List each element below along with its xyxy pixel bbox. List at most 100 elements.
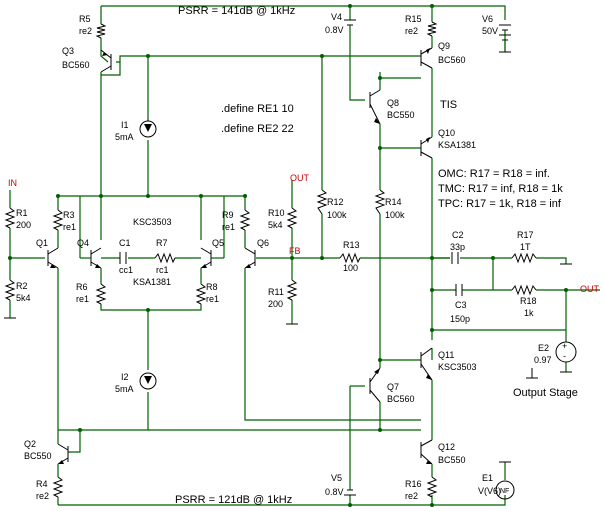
r15-name: R15 (405, 14, 422, 24)
r5-name: R5 (79, 14, 91, 24)
c3-value: 150p (450, 314, 470, 324)
q6-symbol (244, 247, 256, 269)
i2-symbol (139, 372, 157, 390)
r14-symbol (374, 189, 386, 215)
psrr-top-label: PSRR = 141dB @ 1kHz (178, 5, 295, 17)
q9-symbol (420, 47, 433, 69)
r3-value: re1 (63, 222, 76, 232)
e1-symbol-text: NF (500, 488, 509, 495)
r17-symbol (511, 252, 537, 264)
e1-value: V(V6) (478, 486, 501, 496)
r12-name: R12 (327, 197, 344, 207)
svg-text:-: - (563, 351, 566, 361)
q12-name: Q12 (438, 442, 455, 452)
tis-label: TIS (440, 99, 457, 111)
v4-symbol (344, 19, 356, 78)
c1-value: cc1 (119, 265, 133, 275)
v6-symbol (499, 24, 511, 52)
r7-value: rc1 (156, 265, 169, 275)
i2-name: I2 (121, 372, 129, 382)
out-right-label: OUT (580, 284, 600, 294)
c2-name: C2 (452, 230, 464, 240)
r5-value: re2 (79, 26, 92, 36)
i1-symbol (139, 118, 157, 138)
q9-model: BC560 (438, 55, 466, 65)
q7-model: BC560 (387, 394, 415, 404)
r11-name: R11 (268, 287, 284, 297)
psrr-bottom-label: PSRR = 121dB @ 1kHz (175, 494, 292, 506)
r10-symbol (286, 207, 298, 229)
i1-name: I1 (121, 120, 129, 130)
r14-name: R14 (385, 197, 402, 207)
r6-value: re1 (76, 294, 89, 304)
r11-value: 200 (268, 299, 283, 309)
r18-symbol (511, 284, 537, 296)
q10-model: KSA1381 (438, 140, 476, 150)
c3-symbol (455, 284, 463, 296)
junctions (8, 4, 568, 507)
r4-name: R4 (36, 479, 48, 489)
note-tpc: TPC: R17 = 1k, R18 = inf (438, 198, 562, 210)
r1-value: 200 (16, 220, 31, 230)
q8-model: BC550 (387, 110, 415, 120)
dependent-sources: + - (495, 341, 577, 500)
q7-symbol (369, 367, 381, 403)
r17-name: R17 (517, 230, 534, 240)
r8-value: re1 (206, 294, 219, 304)
r16-value: re2 (405, 491, 418, 501)
r2-symbol (4, 279, 16, 301)
v4-value: 0.8V (325, 25, 344, 35)
q6-name: Q6 (257, 238, 269, 248)
capacitors (119, 252, 463, 296)
q4-symbol (79, 196, 102, 269)
v6-value: 50V (482, 26, 498, 36)
v6-name: V6 (482, 14, 493, 24)
q10-name: Q10 (438, 128, 455, 138)
v5-symbol (344, 463, 356, 496)
transistors (47, 47, 433, 465)
e2-name: E2 (538, 343, 549, 353)
i1-value: 5mA (115, 132, 134, 142)
r6-symbol (95, 283, 107, 305)
r16-symbol (426, 476, 438, 498)
r14-value: 100k (385, 210, 405, 220)
c1-symbol (119, 252, 127, 264)
wires (9, 5, 600, 506)
define-re1-label: .define RE1 10 (221, 103, 294, 115)
voltage-sources (344, 19, 511, 496)
out-mid-label: OUT (290, 173, 310, 183)
r1-name: R1 (16, 208, 28, 218)
r10-name: R10 (268, 208, 285, 218)
fb-label: FB (289, 246, 301, 256)
ksc3503-mid-label: KSC3503 (133, 217, 172, 227)
r8-symbol (195, 283, 207, 305)
r12-value: 100k (327, 210, 347, 220)
ground-out (526, 368, 538, 379)
q10-symbol (420, 136, 433, 159)
q2-symbol (57, 443, 69, 465)
r10-value: 5k4 (268, 220, 283, 230)
q2-name: Q2 (24, 439, 36, 449)
e2-symbol: + - (555, 341, 577, 363)
r18-name: R18 (520, 296, 537, 306)
q11-symbol (420, 347, 433, 381)
q5-name: Q5 (212, 238, 224, 248)
c2-value: 33p (450, 242, 465, 252)
v4-name: V4 (331, 12, 342, 22)
r9-name: R9 (222, 210, 234, 220)
r16-name: R16 (405, 479, 422, 489)
r7-symbol (154, 252, 176, 264)
svg-text:+: + (562, 341, 567, 351)
i2-value: 5mA (115, 384, 134, 394)
q5-symbol (200, 196, 225, 269)
r3-symbol (52, 209, 64, 231)
q3-model: BC560 (62, 60, 90, 70)
r11-symbol (286, 279, 298, 301)
q2-model: BC550 (24, 451, 52, 461)
v5-name: V5 (331, 473, 342, 483)
q3-name: Q3 (62, 46, 74, 56)
define-re2-label: .define RE2 22 (221, 123, 294, 135)
q3-symbol (100, 49, 112, 73)
note-omc: OMC: R17 = R18 = inf. (438, 168, 550, 180)
